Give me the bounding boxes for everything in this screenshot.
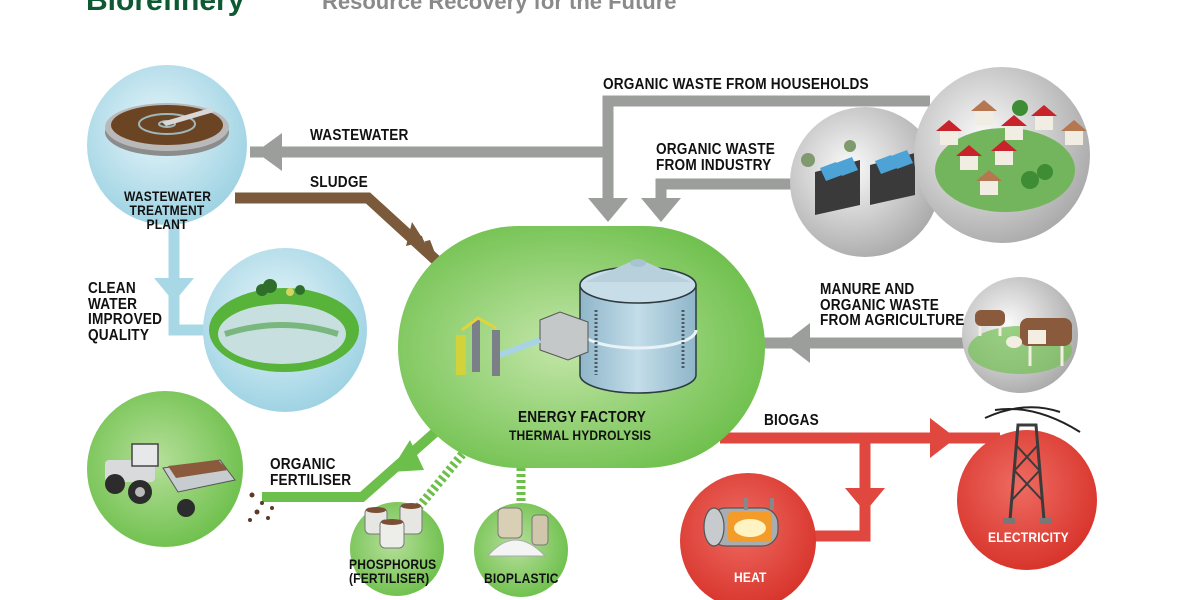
arrow-left-icon [256, 133, 282, 171]
powder-sacks-icon [486, 507, 549, 557]
node-industry[interactable] [790, 107, 940, 257]
node-households[interactable] [914, 67, 1090, 243]
flow-label-clean-water: CLEAN WATER IMPROVED QUALITY [88, 281, 162, 343]
flow-label-industry-line: FROM INDUSTRY [656, 156, 772, 174]
phosphorus-label: PHOSPHORUS (FERTILISER) [349, 557, 436, 585]
node-clean-water[interactable] [203, 248, 367, 412]
flow-label-clean-water-line: IMPROVED [88, 311, 163, 328]
node-energy-factory[interactable] [398, 226, 765, 468]
node-bioplastic[interactable] [474, 503, 568, 597]
phosphorus-label-line: (FERTILISER) [349, 570, 430, 586]
flow-sludge [235, 192, 442, 267]
flow-biogas [720, 418, 1000, 542]
arrow-down-left-icon [390, 440, 424, 472]
arrow-down-right-icon [406, 222, 440, 266]
flow-wastewater [250, 133, 608, 171]
arrow-down-icon [588, 198, 628, 222]
flow-agriculture [760, 323, 975, 363]
digester-tank-icon [456, 259, 698, 394]
arrow-down-icon [641, 198, 681, 222]
flow-households [588, 95, 930, 222]
page-title: Biorefinery [86, 0, 245, 17]
flow-phosphorus [414, 442, 474, 511]
flow-label-sludge: SLUDGE [310, 174, 368, 191]
clarifier-tank-icon [105, 103, 229, 156]
bioplastic-label: BIOPLASTIC [484, 570, 559, 586]
sacks-icon [364, 503, 423, 549]
flow-label-organic-fertiliser-line: FERTILISER [270, 471, 352, 489]
energy-factory-title: ENERGY FACTORY [518, 409, 647, 426]
flow-label-agriculture-line: ORGANIC WASTE [820, 296, 939, 314]
page-subtitle: Resource Recovery for the Future [322, 0, 677, 14]
node-electricity[interactable] [957, 406, 1097, 570]
flow-label-clean-water-line: CLEAN [88, 280, 136, 297]
node-organic-fertiliser-field[interactable] [87, 391, 274, 547]
flow-label-agriculture-line: FROM AGRICULTURE [820, 312, 965, 329]
flow-label-clean-water-line: QUALITY [88, 326, 150, 344]
heat-label: HEAT [734, 569, 767, 585]
flow-label-organic-fertiliser-line: ORGANIC [270, 456, 336, 473]
flow-label-agriculture: MANURE AND ORGANIC WASTE FROM AGRICULTUR… [820, 282, 965, 329]
wastewater-plant-label-line: TREATMENT [129, 202, 205, 218]
node-agriculture[interactable] [962, 277, 1078, 393]
phosphorus-label-line: PHOSPHORUS [349, 556, 437, 572]
flow-label-industry: ORGANIC WASTE FROM INDUSTRY [656, 142, 775, 173]
wastewater-plant-label: WASTEWATER TREATMENT PLANT [124, 188, 212, 232]
pond-icon [209, 279, 359, 372]
node-phosphorus[interactable] [350, 502, 444, 596]
node-wastewater-treatment-plant[interactable] [87, 65, 247, 225]
arrow-left-icon [784, 323, 810, 363]
node-heat[interactable] [680, 473, 816, 600]
houses-icon [935, 100, 1087, 212]
wastewater-plant-label-line: PLANT [146, 216, 188, 232]
cows-icon [968, 310, 1072, 374]
arrow-right-icon [930, 418, 956, 458]
wastewater-plant-label-line: WASTEWATER [124, 188, 212, 204]
flow-industry [641, 178, 800, 222]
flow-label-agriculture-line: MANURE AND [820, 281, 915, 298]
tractor-icon [105, 443, 274, 522]
pylon-icon [984, 406, 1081, 524]
arrow-down-icon [154, 278, 194, 302]
boiler-icon [703, 498, 779, 547]
flow-label-biogas: BIOGAS [764, 412, 819, 429]
energy-factory-subtitle: THERMAL HYDROLYSIS [509, 427, 652, 443]
flow-label-organic-fertiliser: ORGANIC FERTILISER [270, 457, 351, 488]
arrow-down-icon [845, 488, 885, 512]
electricity-label: ELECTRICITY [988, 529, 1069, 545]
flow-organic-fertiliser [262, 424, 444, 502]
flow-label-industry-line: ORGANIC WASTE [656, 141, 775, 158]
factory-icon [801, 140, 915, 215]
flow-label-wastewater: WASTEWATER [310, 127, 409, 144]
flow-label-clean-water-line: WATER [88, 295, 138, 313]
flow-label-households: ORGANIC WASTE FROM HOUSEHOLDS [603, 76, 869, 93]
